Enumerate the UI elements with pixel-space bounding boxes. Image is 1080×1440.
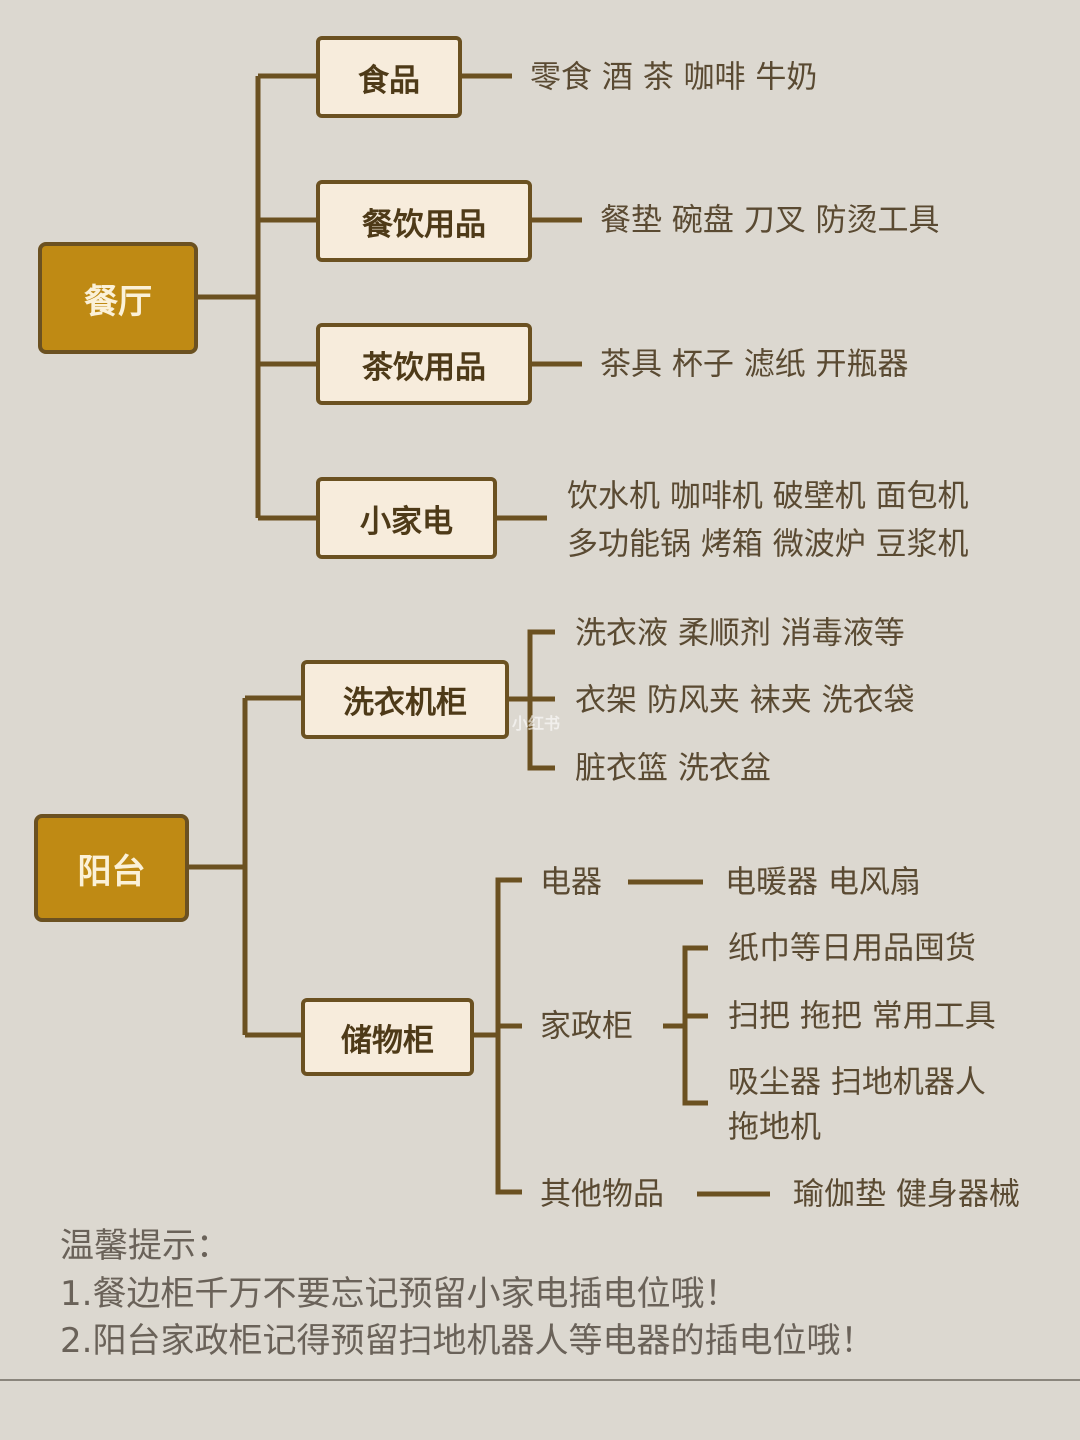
node-laundry-cabinet: 洗衣机柜: [301, 660, 509, 739]
leaf-housekeeping-4: 拖地机: [728, 1109, 821, 1146]
node-storage-cabinet: 储物柜: [301, 998, 474, 1076]
sub-appliances: 电器: [540, 864, 602, 901]
watermark: 小红书: [512, 714, 561, 733]
node-tableware: 餐饮用品: [316, 180, 532, 262]
leaf-laundry-3: 脏衣篮 洗衣盆: [575, 750, 771, 787]
tip-1: 1.餐边柜千万不要忘记预留小家电插电位哦！: [60, 1274, 739, 1314]
leaf-tableware-items: 餐垫 碗盘 刀叉 防烫工具: [600, 202, 940, 239]
tip-2: 2.阳台家政柜记得预留扫地机器人等电器的插电位哦！: [60, 1321, 875, 1361]
root-dining: 餐厅: [38, 242, 198, 354]
leaf-food-items: 零食 酒 茶 咖啡 牛奶: [530, 59, 818, 96]
leaf-tea-ware-items: 茶具 杯子 滤纸 开瓶器: [600, 346, 909, 383]
leaf-others: 瑜伽垫 健身器械: [793, 1176, 1020, 1213]
leaf-laundry-1: 洗衣液 柔顺剂 消毒液等: [575, 615, 905, 652]
leaf-appliances-line2: 多功能锅 烤箱 微波炉 豆浆机: [567, 526, 969, 563]
node-small-appliances: 小家电: [316, 477, 497, 559]
sub-others: 其他物品: [540, 1176, 664, 1213]
leaf-housekeeping-3: 吸尘器 扫地机器人: [728, 1064, 986, 1101]
node-tea-ware: 茶饮用品: [316, 323, 532, 405]
leaf-appliances: 电暖器 电风扇: [725, 864, 921, 901]
leaf-laundry-2: 衣架 防风夹 袜夹 洗衣袋: [575, 682, 915, 719]
leaf-housekeeping-1: 纸巾等日用品囤货: [728, 930, 976, 967]
tips-title: 温馨提示：: [60, 1226, 230, 1266]
leaf-appliances-line1: 饮水机 咖啡机 破壁机 面包机: [567, 478, 969, 515]
sub-housekeeping: 家政柜: [540, 1008, 633, 1045]
node-food: 食品: [316, 36, 462, 118]
root-balcony: 阳台: [34, 814, 189, 922]
leaf-housekeeping-2: 扫把 拖把 常用工具: [728, 998, 996, 1035]
divider: [0, 1379, 1080, 1381]
